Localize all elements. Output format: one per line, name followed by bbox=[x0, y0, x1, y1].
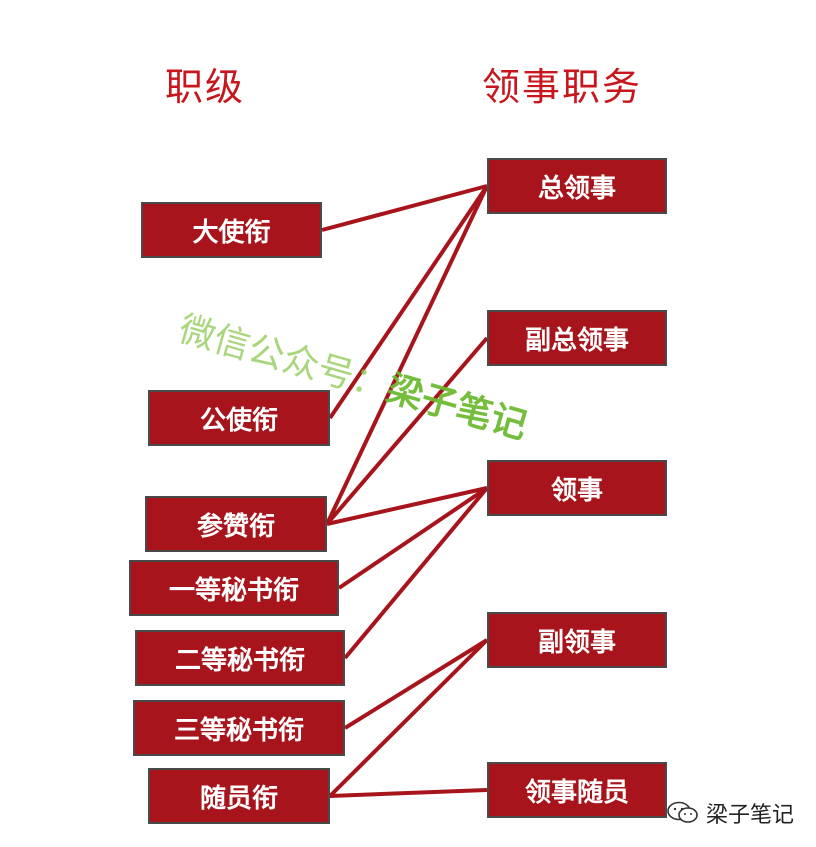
connector-r2-p2 bbox=[326, 486, 488, 526]
rank-box-third-secretary: 三等秘书衔 bbox=[133, 700, 345, 756]
post-box-vice-consul: 副领事 bbox=[487, 612, 667, 668]
posts-heading: 领事职务 bbox=[482, 65, 643, 109]
connector-r6-p4 bbox=[329, 788, 488, 798]
post-box-consul-general: 总领事 bbox=[487, 158, 667, 214]
post-box-consular-attache: 领事随员 bbox=[487, 762, 667, 818]
connector-r1-p0 bbox=[328, 184, 489, 420]
connector-r3-p2 bbox=[337, 486, 489, 590]
rank-box-ambassador: 大使衔 bbox=[141, 202, 322, 258]
connector-r2-p0 bbox=[325, 185, 489, 525]
rank-box-first-secretary: 一等秘书衔 bbox=[129, 560, 339, 616]
wechat-icon bbox=[667, 801, 698, 823]
post-box-consul: 领事 bbox=[487, 460, 667, 516]
connector-r2-p1 bbox=[325, 336, 489, 526]
post-box-deputy-consul-general: 副总领事 bbox=[487, 310, 667, 366]
footer-text: 梁子笔记 bbox=[705, 803, 794, 828]
connector-r4-p2 bbox=[343, 486, 489, 660]
rank-box-second-secretary: 二等秘书衔 bbox=[135, 630, 345, 686]
connector-r6-p3 bbox=[328, 638, 489, 798]
rank-box-minister: 公使衔 bbox=[148, 390, 330, 446]
ranks-heading: 职级 bbox=[165, 65, 246, 109]
rank-box-attache: 随员衔 bbox=[148, 768, 330, 824]
footer-brand: 梁子笔记 bbox=[666, 797, 794, 829]
rank-box-counselor: 参赞衔 bbox=[145, 496, 327, 552]
connector-r5-p3 bbox=[343, 638, 489, 730]
connector-r0-p0 bbox=[321, 184, 488, 232]
